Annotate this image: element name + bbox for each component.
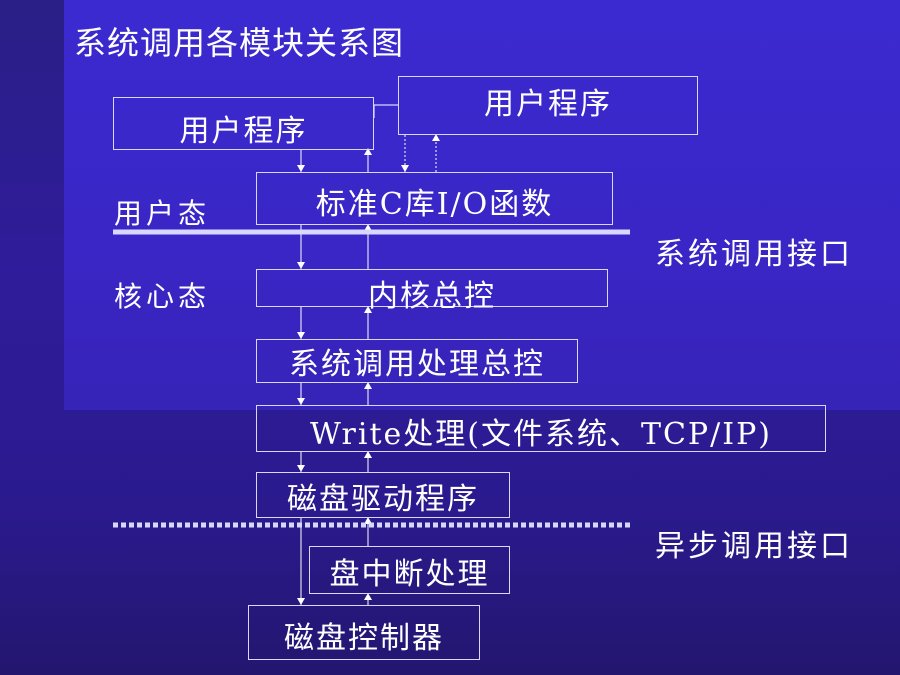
- kernel-mode-label: 核心态: [114, 280, 211, 313]
- write-handler-box: Write处理(文件系统、TCP/IP): [256, 405, 826, 452]
- async-interface-label: 异步调用接口: [655, 529, 853, 564]
- user-program-link: [373, 104, 398, 118]
- user-program-box-1: 用户程序: [113, 97, 374, 150]
- syscall-control-box: 系统调用处理总控: [256, 339, 578, 383]
- user-mode-label: 用户态: [114, 197, 211, 230]
- user-program-box-2: 用户程序: [398, 76, 698, 135]
- disk-interrupt-box: 盘中断处理: [309, 546, 510, 594]
- disk-controller-box: 磁盘控制器: [248, 605, 480, 660]
- stdlib-io-box: 标准C库I/O函数: [256, 172, 613, 225]
- kernel-control-box: 内核总控: [256, 269, 608, 312]
- disk-driver-box: 磁盘驱动程序: [256, 472, 510, 518]
- page-title: 系统调用各模块关系图: [74, 24, 405, 62]
- syscall-interface-label: 系统调用接口: [655, 237, 853, 272]
- background-panel: [64, 0, 900, 410]
